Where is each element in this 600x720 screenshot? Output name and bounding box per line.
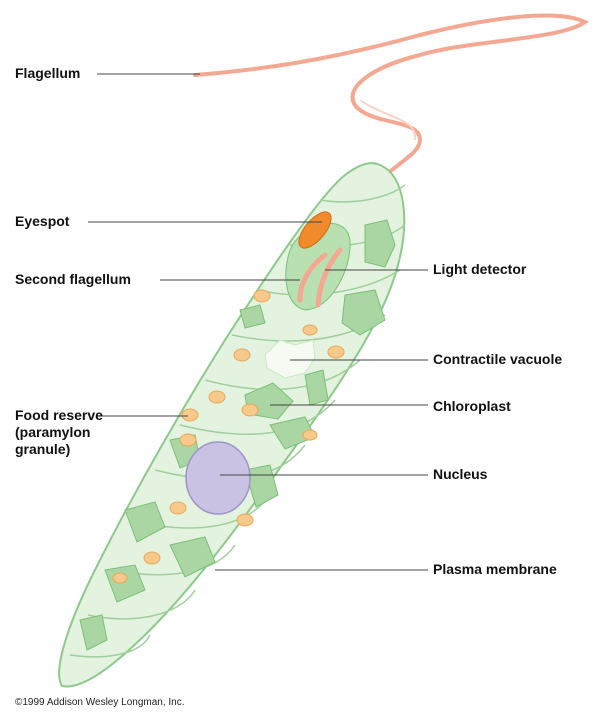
chloroplast bbox=[304, 369, 329, 406]
granule bbox=[241, 403, 259, 417]
granule bbox=[208, 390, 226, 404]
label-chloroplast: Chloroplast bbox=[433, 398, 511, 414]
copyright: ©1999 Addison Wesley Longman, Inc. bbox=[15, 697, 185, 708]
chloroplast bbox=[364, 219, 396, 268]
label-food-reserve-line1: Food reserve bbox=[15, 407, 103, 423]
granule bbox=[302, 324, 318, 336]
granule bbox=[233, 348, 251, 362]
granule bbox=[179, 433, 197, 447]
granule bbox=[143, 551, 161, 565]
label-nucleus: Nucleus bbox=[433, 466, 488, 482]
label-plasma-membrane: Plasma membrane bbox=[433, 561, 557, 577]
granule bbox=[181, 408, 199, 422]
label-food-reserve-line3: granule) bbox=[15, 441, 71, 457]
flagellum-highlight bbox=[359, 99, 417, 141]
granule bbox=[236, 513, 254, 527]
chloroplast bbox=[79, 614, 108, 651]
cell-body bbox=[58, 162, 406, 688]
chloroplast bbox=[124, 501, 166, 543]
pellicle-strip bbox=[87, 589, 196, 620]
eyespot bbox=[298, 211, 332, 249]
pellicle-strip bbox=[204, 359, 361, 391]
pellicle-strip bbox=[319, 184, 406, 203]
granule bbox=[169, 501, 187, 515]
label-food-reserve: Food reserve (paramylon granule) bbox=[15, 407, 103, 458]
granule bbox=[253, 289, 271, 303]
granule bbox=[112, 572, 128, 584]
contractile-vacuole bbox=[264, 339, 316, 379]
granule bbox=[302, 429, 318, 441]
leader-lines bbox=[88, 73, 428, 571]
label-contractile-vacuole: Contractile vacuole bbox=[433, 351, 563, 367]
chloroplast bbox=[341, 289, 386, 336]
chloroplast bbox=[239, 304, 266, 329]
pellicle-strip bbox=[179, 399, 336, 435]
label-flagellum: Flagellum bbox=[15, 65, 81, 81]
second-flagellum bbox=[297, 247, 343, 308]
label-eyespot: Eyespot bbox=[15, 213, 70, 229]
nucleus bbox=[185, 441, 251, 515]
label-second-flagellum: Second flagellum bbox=[15, 271, 131, 287]
chloroplast bbox=[169, 536, 216, 578]
label-food-reserve-line2: (paramylon bbox=[15, 424, 91, 440]
label-light-detector: Light detector bbox=[433, 261, 527, 277]
granule bbox=[327, 345, 345, 359]
pellicle-strip bbox=[69, 634, 151, 658]
